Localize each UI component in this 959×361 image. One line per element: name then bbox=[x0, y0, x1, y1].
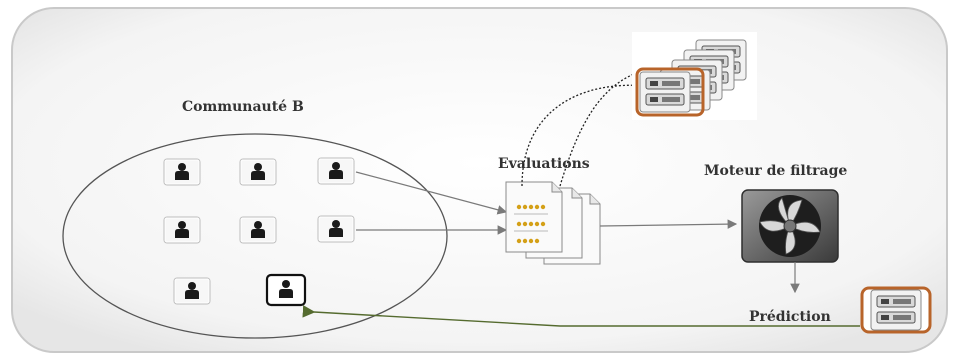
user-icon bbox=[317, 215, 355, 243]
prediction-feedback-arrow bbox=[302, 305, 860, 327]
user-icon bbox=[239, 158, 277, 186]
fan-icon bbox=[741, 189, 839, 263]
evaluations-document-icon bbox=[505, 181, 601, 265]
highlighted-item-frame bbox=[635, 67, 705, 117]
evaluations-label: Evaluations bbox=[498, 156, 590, 172]
item-catalog-stack bbox=[632, 32, 757, 120]
active-user-icon bbox=[265, 273, 307, 307]
user-icon bbox=[163, 216, 201, 244]
user-to-evaluations-arrow bbox=[355, 171, 508, 215]
predicted-item-icon bbox=[860, 286, 932, 334]
user-icon bbox=[239, 216, 277, 244]
user-icon bbox=[163, 158, 201, 186]
evaluations-to-engine-arrow bbox=[599, 219, 738, 229]
community-label: Communauté B bbox=[182, 99, 304, 115]
prediction-label: Prédiction bbox=[749, 309, 831, 325]
user-icon bbox=[317, 157, 355, 185]
evaluations-to-items-dotted-link bbox=[521, 84, 649, 187]
engine-label: Moteur de filtrage bbox=[704, 163, 847, 179]
diagram-frame bbox=[11, 7, 948, 353]
community-circle bbox=[62, 133, 448, 339]
user-icon bbox=[173, 277, 211, 305]
